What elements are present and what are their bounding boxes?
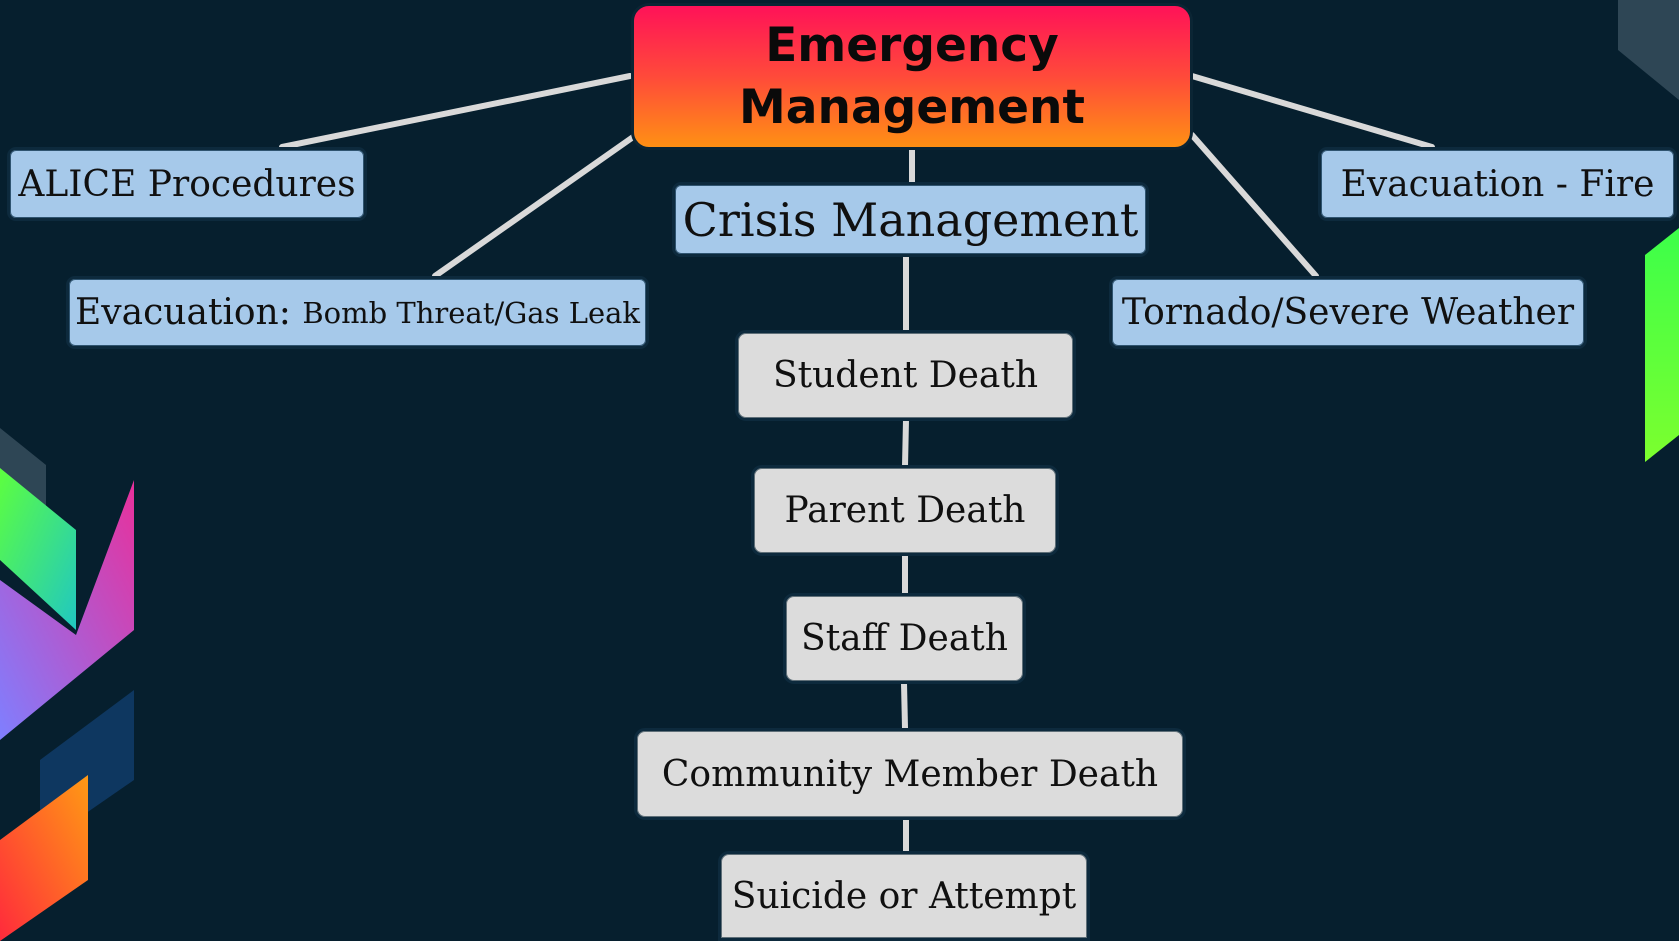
right-edge-shapes [1618, 0, 1679, 462]
node-evacuation-fire[interactable]: Evacuation - Fire [1318, 147, 1677, 221]
node-label: Suicide or Attempt [731, 875, 1077, 917]
node-label: Parent Death [784, 490, 1026, 531]
node-label: Tornado/Severe Weather [1121, 292, 1575, 333]
node-staff-death[interactable]: Staff Death [783, 593, 1026, 684]
node-parent-death[interactable]: Parent Death [751, 465, 1059, 556]
node-label: Evacuation - Fire [1340, 163, 1655, 205]
link-root-evac-bomb [432, 132, 639, 279]
node-label: Staff Death [801, 618, 1008, 659]
root-node-emergency-management[interactable]: Emergency Management [631, 3, 1193, 150]
link-root-alice [279, 73, 633, 150]
node-community-member-death[interactable]: Community Member Death [634, 728, 1186, 820]
node-label-detail: Bomb Threat/Gas Leak [302, 295, 640, 330]
node-label: Student Death [772, 355, 1039, 396]
link-root-tornado [1189, 132, 1319, 279]
node-crisis-management[interactable]: Crisis Management [672, 182, 1149, 257]
link-staff-community [901, 680, 908, 731]
node-label: Community Member Death [661, 753, 1159, 795]
left-chevron-shapes [0, 428, 134, 941]
link-student-parent [902, 417, 909, 469]
root-title-line1: Emergency [765, 17, 1059, 73]
node-label: Crisis Management [682, 192, 1139, 247]
node-evacuation-bomb-gas[interactable]: Evacuation: Bomb Threat/Gas Leak [66, 276, 649, 349]
link-root-evac-fire [1189, 73, 1435, 150]
node-label: ALICE Procedures [18, 163, 356, 205]
node-alice-procedures[interactable]: ALICE Procedures [7, 147, 367, 221]
node-tornado-severe-weather[interactable]: Tornado/Severe Weather [1109, 276, 1587, 349]
root-title-line2: Management [739, 79, 1085, 135]
node-student-death[interactable]: Student Death [735, 330, 1076, 421]
node-label-lead: Evacuation: [75, 292, 291, 333]
node-suicide-or-attempt[interactable]: Suicide or Attempt [718, 851, 1090, 941]
